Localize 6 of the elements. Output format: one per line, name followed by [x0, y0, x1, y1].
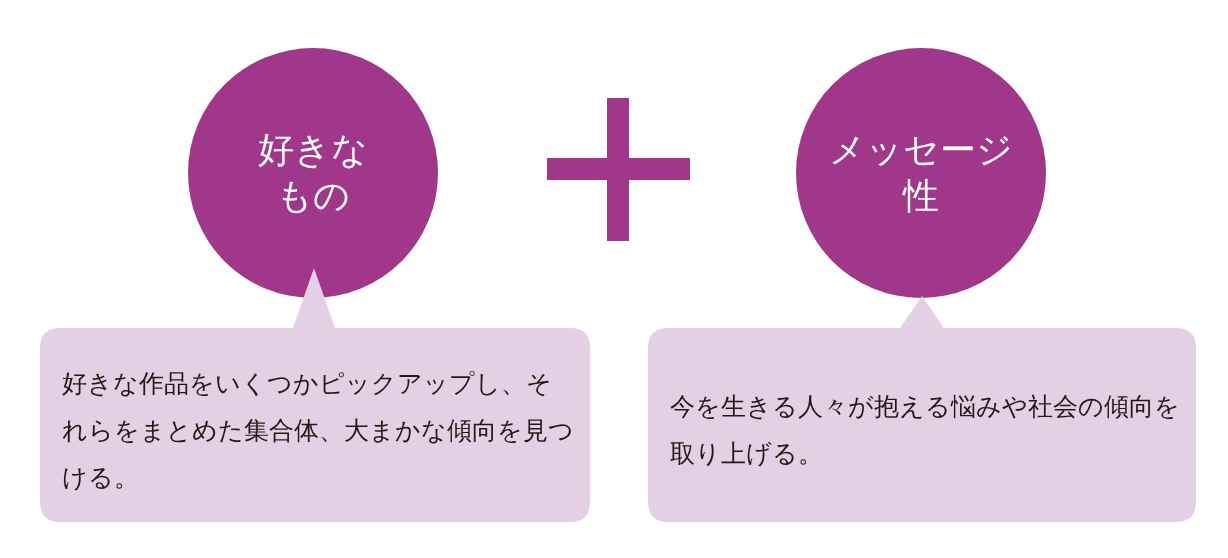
circle-label: メッセージ性	[828, 128, 1014, 218]
circle-label: 好きなもの	[257, 128, 369, 218]
description-text: 今を生きる人々が抱える悩みや社会の傾向を取り上げる。	[670, 391, 1180, 470]
speech-bubble	[40, 268, 590, 522]
description-text: 好きな作品をいくつかピックアップし、それらをまとめた集合体、大まかな傾向を見つける。	[62, 368, 575, 494]
speech-bubble	[648, 296, 1196, 522]
